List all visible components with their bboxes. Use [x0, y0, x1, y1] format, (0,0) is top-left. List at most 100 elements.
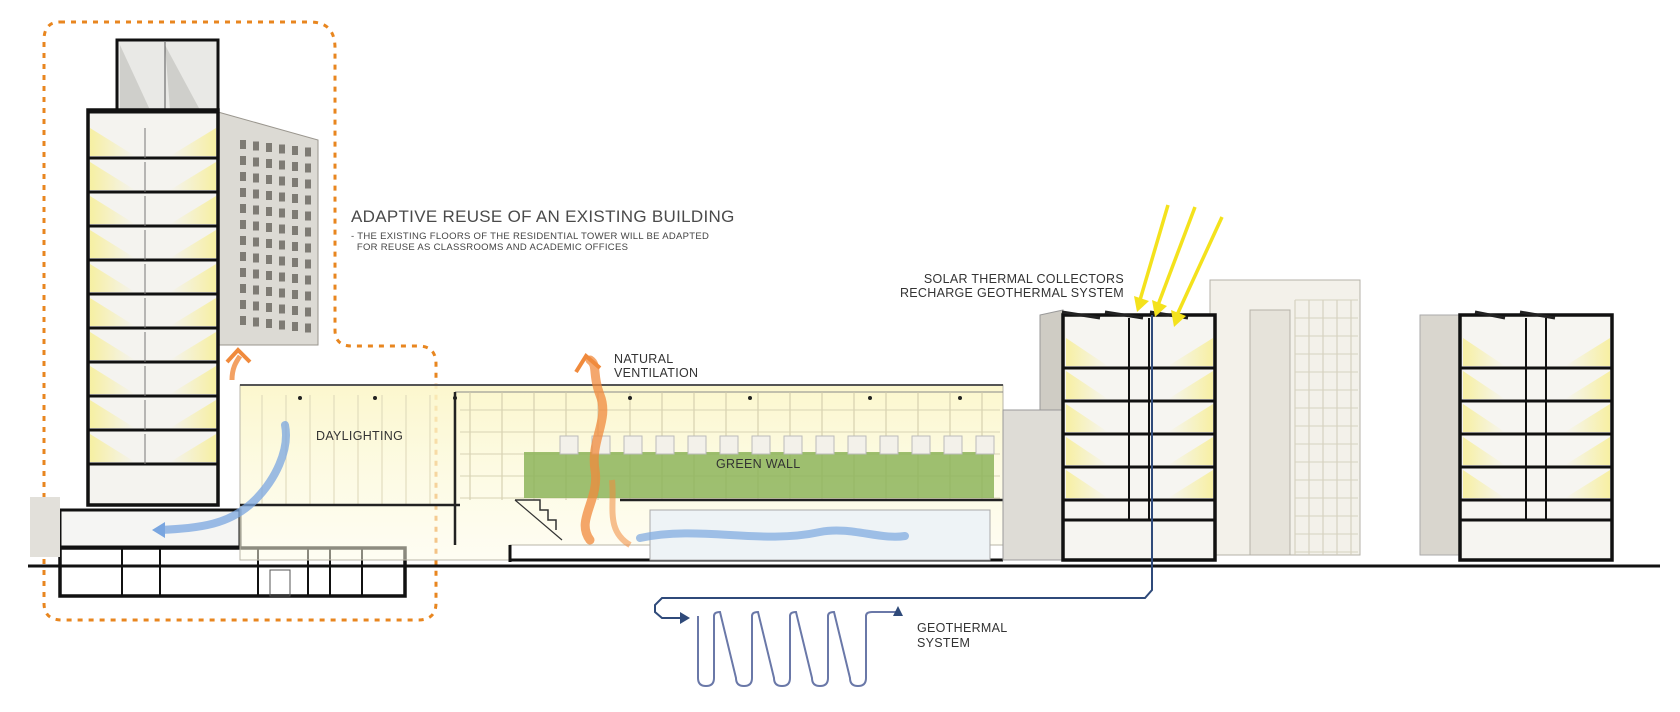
- roof-light: [628, 396, 632, 400]
- facade-window: [253, 253, 259, 263]
- facade-window: [253, 237, 259, 247]
- facade-window: [292, 194, 298, 203]
- section-block-a-floors: [1063, 318, 1215, 522]
- facade-window: [240, 252, 246, 261]
- solar-collector: [1474, 310, 1506, 320]
- ventilation-label-line-1: NATURAL: [614, 352, 674, 366]
- green-wall-opening: [847, 435, 867, 455]
- solar-collector: [1104, 310, 1144, 320]
- ventilation-label-line-2: VENTILATION: [614, 366, 699, 380]
- daylight-wedge: [90, 230, 135, 258]
- facade-window: [266, 271, 272, 280]
- facade-window: [266, 239, 272, 248]
- facade-window: [266, 159, 272, 168]
- roof-light: [373, 396, 377, 400]
- pipe-flow-arrow-icon: [680, 612, 690, 624]
- facade-window: [292, 210, 298, 219]
- facade-window: [305, 243, 311, 253]
- facade-window: [240, 172, 246, 181]
- sun-ray-arrow-icon: [1156, 206, 1197, 306]
- green-wall-opening: [815, 435, 835, 455]
- sun-ray-arrow-icon: [1138, 204, 1170, 301]
- daylight-wedge: [1463, 338, 1505, 366]
- solar-collector: [1519, 310, 1556, 320]
- daylight-wedge: [1565, 437, 1610, 465]
- daylight-wedge: [90, 298, 135, 326]
- tower-facade-windows: [240, 140, 311, 333]
- daylight-wedge: [1168, 371, 1213, 399]
- daylight-wedge: [1463, 437, 1505, 465]
- daylight-wedge: [1168, 470, 1213, 498]
- daylight-wedge: [1066, 437, 1108, 465]
- daylight-wedge: [1463, 470, 1505, 498]
- facade-window: [292, 146, 298, 155]
- facade-window: [305, 307, 311, 317]
- facade-window: [305, 195, 311, 205]
- daylight-wedge: [90, 128, 135, 156]
- daylight-wedge: [1168, 437, 1213, 465]
- daylight-wedge: [170, 128, 216, 156]
- daylight-wedge: [1565, 338, 1610, 366]
- facade-window: [305, 291, 311, 301]
- facade-window: [253, 221, 259, 231]
- daylight-wedge: [170, 264, 216, 292]
- solar-collector: [1061, 310, 1101, 320]
- residential-tower: [30, 38, 407, 598]
- daylight-wedge: [170, 196, 216, 224]
- daylight-wedge: [1066, 338, 1108, 366]
- green-wall-opening: [559, 435, 579, 455]
- facade-window: [253, 301, 259, 311]
- daylight-wedge: [1168, 404, 1213, 432]
- facade-window: [266, 223, 272, 232]
- facade-window: [279, 224, 285, 234]
- green-wall-opening: [687, 435, 707, 455]
- facade-window: [305, 147, 311, 157]
- facade-window: [279, 176, 285, 186]
- daylighting-label: DAYLIGHTING: [316, 429, 404, 443]
- facade-window: [292, 274, 298, 283]
- facade-window: [240, 316, 246, 325]
- facade-window: [253, 205, 259, 215]
- daylight-wedge: [1066, 470, 1108, 498]
- facade-window: [266, 287, 272, 296]
- geothermal-loops: [697, 610, 898, 688]
- green-wall-opening: [655, 435, 675, 455]
- daylight-wedge: [1565, 404, 1610, 432]
- sun-ray-arrow-icon: [1175, 216, 1224, 316]
- daylight-wedge: [170, 298, 216, 326]
- solar-label-line-1: SOLAR THERMAL COLLECTORS: [923, 272, 1124, 286]
- facade-window: [292, 242, 298, 251]
- facade-window: [266, 207, 272, 216]
- ventilation-arrow-icon: [225, 347, 252, 364]
- facade-window: [292, 178, 298, 187]
- green-wall-opening: [911, 435, 931, 455]
- roof-light: [958, 396, 962, 400]
- facade-window: [292, 162, 298, 171]
- green-wall-opening: [783, 435, 803, 455]
- central-atrium: [239, 384, 1004, 562]
- facade-window: [240, 284, 246, 293]
- facade-window: [305, 259, 311, 269]
- daylight-wedge: [170, 230, 216, 258]
- facade-window: [240, 236, 246, 245]
- heading: ADAPTIVE REUSE OF AN EXISTING BUILDING: [351, 207, 735, 226]
- facade-window: [253, 317, 259, 327]
- facade-window: [253, 285, 259, 295]
- facade-window: [279, 192, 285, 202]
- green-wall-opening: [751, 435, 771, 455]
- facade-window: [266, 143, 272, 152]
- geothermal-system: [654, 315, 1153, 688]
- tower-floor-slabs: [88, 110, 218, 466]
- facade-window: [305, 179, 311, 189]
- green-wall-opening: [975, 435, 995, 455]
- daylight-wedge: [1565, 371, 1610, 399]
- facade-window: [253, 141, 259, 151]
- rear-block-glazing: [1294, 299, 1358, 555]
- facade-window: [305, 227, 311, 237]
- roof-light: [868, 396, 872, 400]
- roof-light: [748, 396, 752, 400]
- green-wall-opening: [719, 435, 739, 455]
- airflow: [152, 347, 909, 548]
- daylight-wedge: [90, 196, 135, 224]
- facade-window: [305, 323, 311, 333]
